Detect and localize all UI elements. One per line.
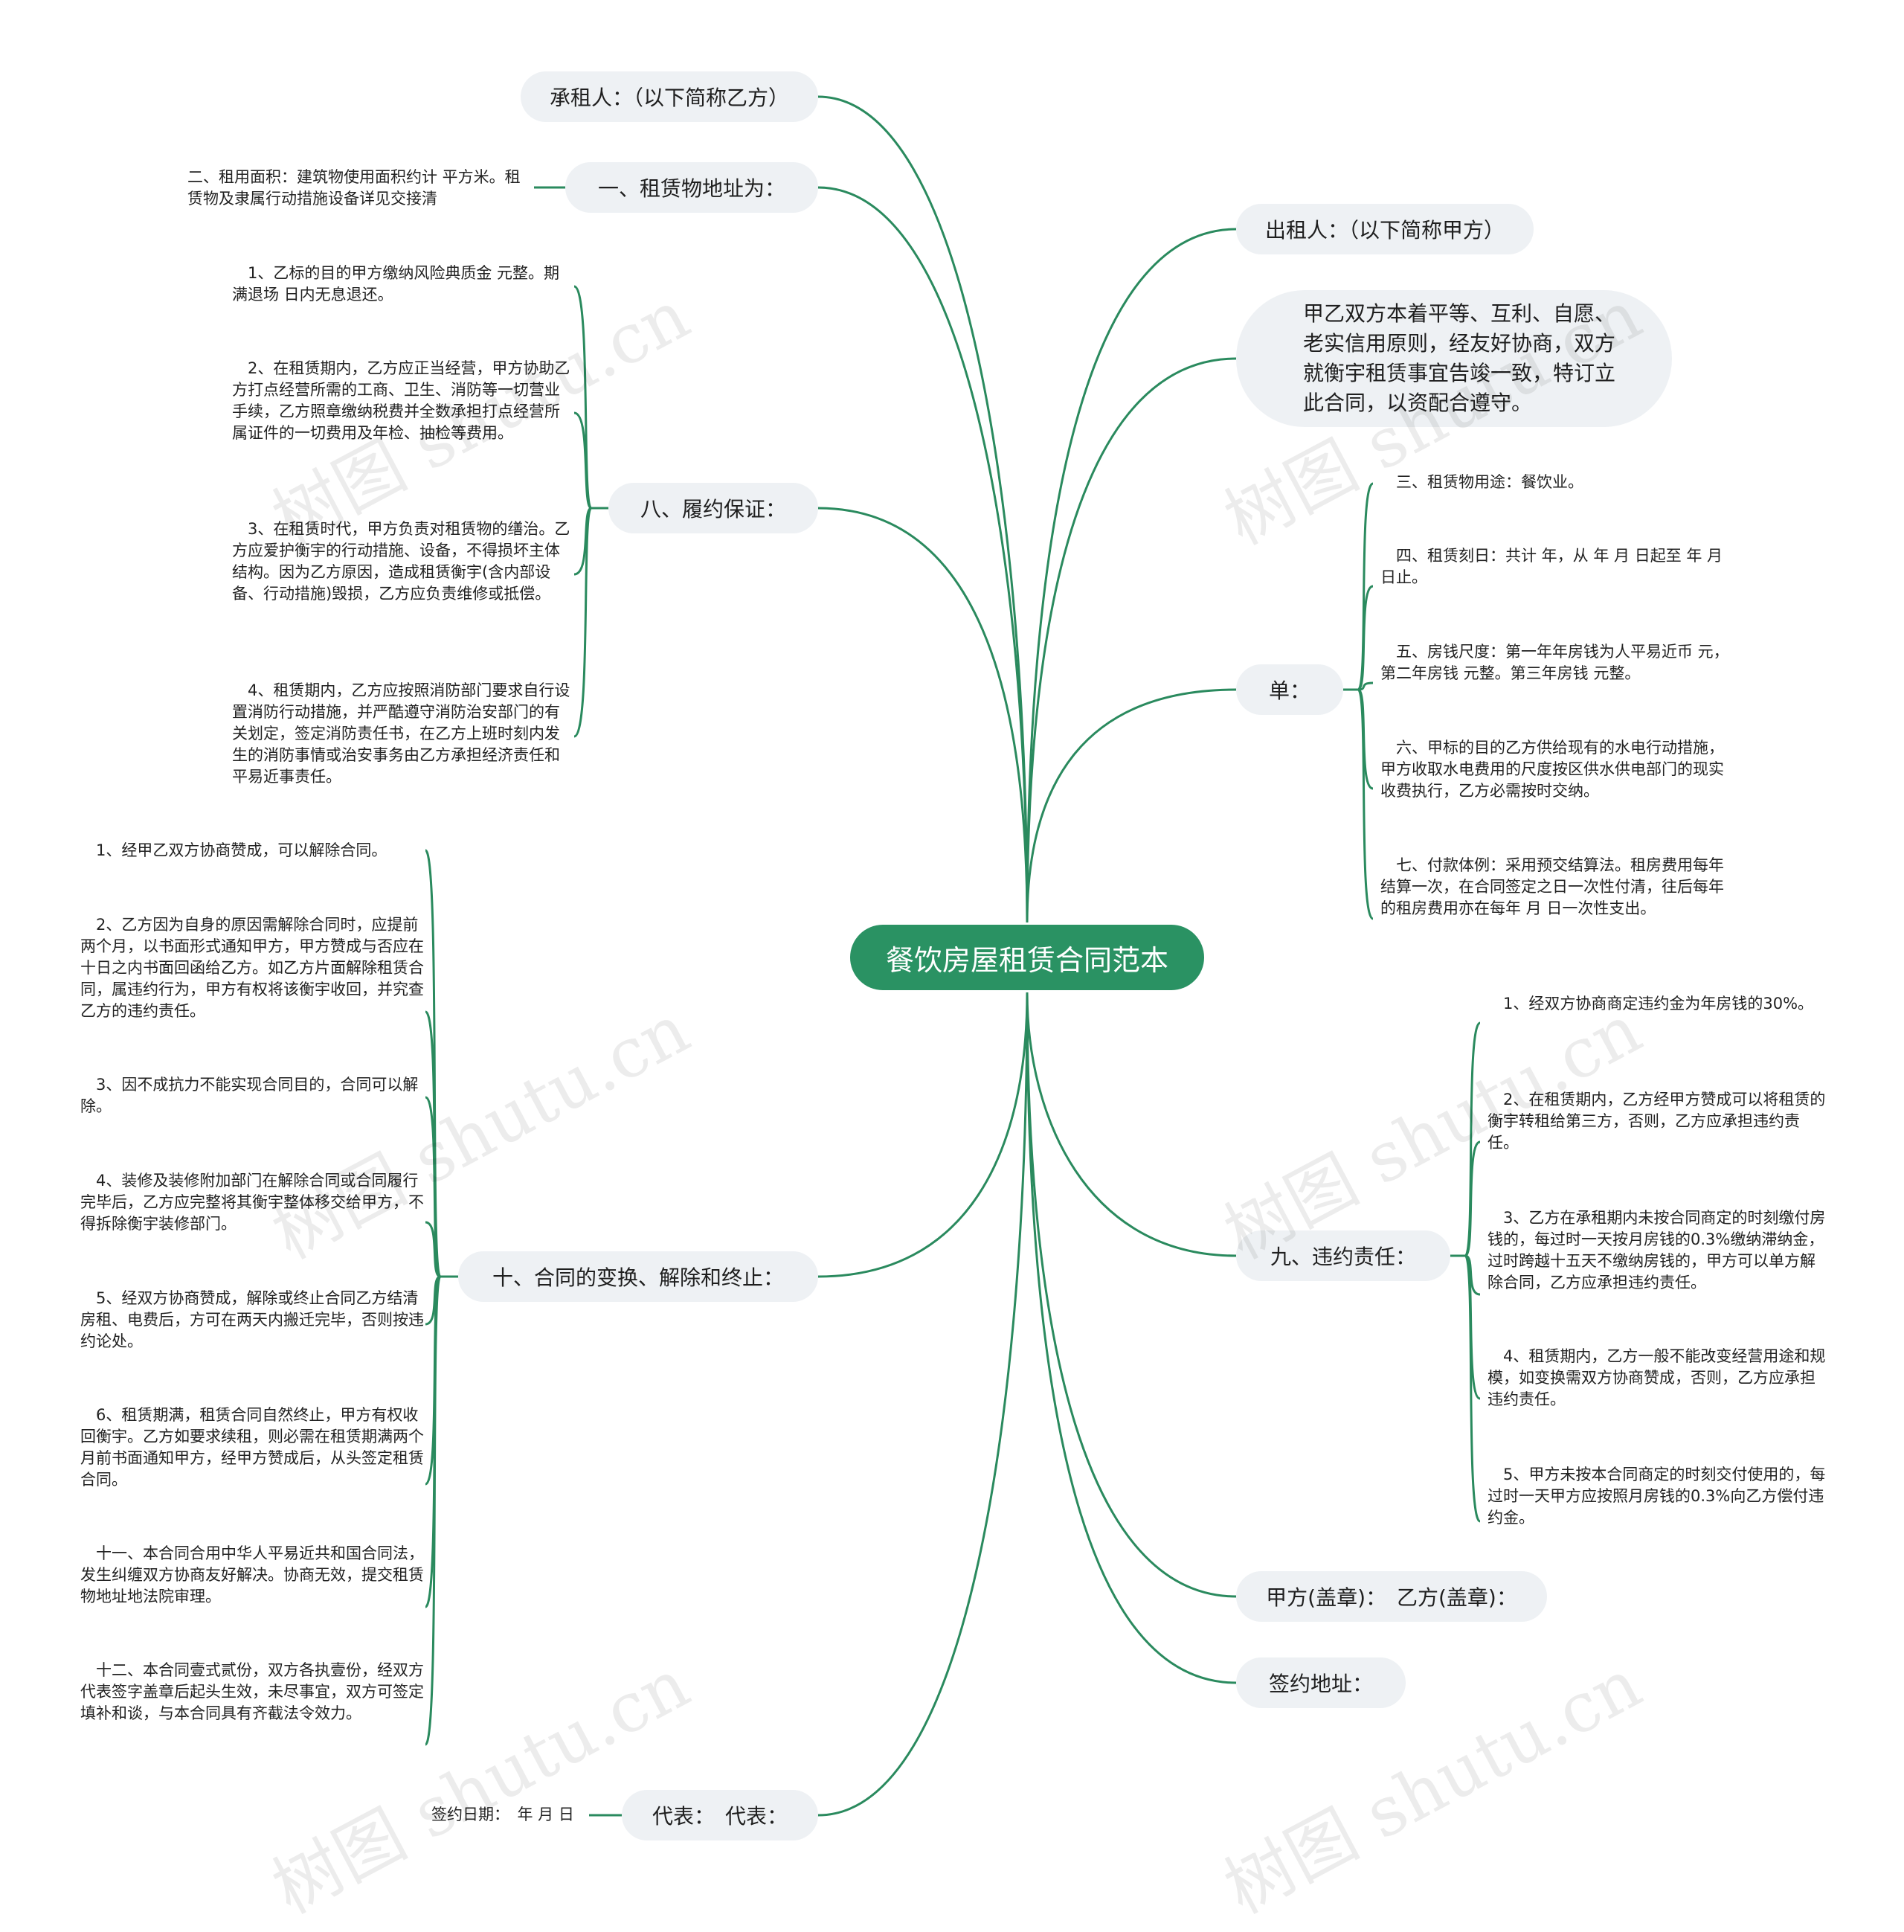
link-rep <box>817 992 1029 1817</box>
link-address <box>817 186 1029 923</box>
leaf-termination-2: 2、乙方因为自身的原因需解除合同时，应提前两个月，以书面形式通知甲方，甲方赞成与… <box>80 916 424 1020</box>
node-place[interactable]: 签约地址： <box>1236 1657 1406 1708</box>
leaf-breach-1: 1、经双方协商商定违约金为年房钱的30%。 <box>1488 995 1814 1012</box>
leaf-dan-5: 五、房钱尺度：第一年年房钱为人平易近币 元，第二年房钱 元整。第三年房钱 元整。 <box>1380 643 1729 682</box>
link-termination <box>817 992 1029 1278</box>
leaf-termination-6: 6、租赁期满，租赁合同自然终止，甲方有权收回衡宇。乙方如要求续租，则必需在租赁期… <box>80 1406 424 1489</box>
leaf-breach-5: 5、甲方未按本合同商定的时刻交付使用的，每过时一天甲方应按照月房钱的0.3%向乙… <box>1488 1466 1826 1527</box>
node-preamble[interactable]: 甲乙双方本着平等、互利、自愿、老实信用原则，经友好协商，双方就衡宇租赁事宜告竣一… <box>1236 290 1672 427</box>
leaf-termination-1: 1、经甲乙双方协商赞成，可以解除合同。 <box>80 841 387 859</box>
leaf-address-area: 二、租用面积：建筑物使用面积约计 平方米。租赁物及隶属行动措施设备详见交接清 <box>187 168 521 208</box>
node-rep[interactable]: 代表： 代表： <box>622 1790 818 1840</box>
leaf-termination-3: 3、因不成抗力不能实现合同目的，合同可以解除。 <box>80 1076 419 1115</box>
node-termination[interactable]: 十、合同的变换、解除和终止： <box>458 1251 818 1302</box>
node-seal[interactable]: 甲方(盖章)： 乙方(盖章)： <box>1236 1571 1547 1622</box>
link-breach <box>1026 992 1237 1257</box>
leaf-guarantee-3: 3、在租赁时代，甲方负责对租赁物的缮治。乙方应爱护衡宇的行动措施、设备，不得损坏… <box>232 520 570 603</box>
leaf-dan-6: 六、甲标的目的乙方供给现有的水电行动措施，甲方收取水电费用的尺度按区供水供电部门… <box>1380 739 1724 800</box>
leaf-termination-4: 4、装修及装修附加部门在解除合同或合同履行完毕后，乙方应完整将其衡宇整体移交给甲… <box>80 1172 424 1233</box>
leaf-guarantee-2: 2、在租赁期内，乙方应正当经营，甲方协助乙方打点经营所需的工商、卫生、消防等一切… <box>232 359 570 442</box>
leaf-termination-5: 5、经双方协商赞成，解除或终止合同乙方结清房租、电费后，方可在两天内搬迁完毕，否… <box>80 1289 424 1350</box>
link-dan <box>1026 688 1237 923</box>
leaf-sign-date: 签约日期： 年 月 日 <box>431 1806 574 1823</box>
link-place <box>1026 992 1237 1684</box>
link-guarantee <box>817 507 1029 923</box>
leaf-guarantee-4: 4、租赁期内，乙方应按照消防部门要求自行设置消防行动措施，并严酷遵守消防治安部门… <box>232 681 570 786</box>
leaf-dan-7: 七、付款体例：采用预交结算法。租房费用每年结算一次，在合同签定之日一次性付清，往… <box>1380 856 1724 917</box>
node-address[interactable]: 一、租赁物地址为： <box>565 162 818 213</box>
link-seal <box>1026 992 1237 1598</box>
leaf-dan-3: 三、租赁物用途：餐饮业。 <box>1380 473 1583 491</box>
node-guarantee[interactable]: 八、履约保证： <box>608 483 818 533</box>
node-breach[interactable]: 九、违约责任： <box>1236 1230 1450 1281</box>
leaf-breach-2: 2、在租赁期内，乙方经甲方赞成可以将租赁的衡宇转租给第三方，否则，乙方应承担违约… <box>1488 1091 1826 1152</box>
node-dan[interactable]: 单： <box>1236 664 1343 715</box>
leaf-guarantee-1: 1、乙标的目的甲方缴纳风险典质金 元整。期满退场 日内无息退还。 <box>232 264 560 304</box>
node-lessee[interactable]: 承租人：（以下简称乙方） <box>521 71 818 122</box>
leaf-termination-12: 十二、本合同壹式贰份，双方各执壹份，经双方代表签字盖章后起头生效，未尽事宜，双方… <box>80 1661 424 1722</box>
link-preamble <box>1026 357 1237 923</box>
leaf-breach-3: 3、乙方在承租期内未按合同商定的时刻缴付房钱的，每过时一天按月房钱的0.3%缴纳… <box>1488 1209 1826 1291</box>
leaf-dan-4: 四、租赁刻日：共计 年，从 年 月 日起至 年 月 日止。 <box>1380 547 1728 586</box>
link-lessor <box>1026 228 1237 923</box>
node-lessor[interactable]: 出租人：（以下简称甲方） <box>1236 204 1534 254</box>
root-node[interactable]: 餐饮房屋租赁合同范本 <box>850 925 1204 990</box>
leaf-termination-11: 十一、本合同合用中华人平易近共和国合同法，发生纠缠双方协商友好解决。协商无效，提… <box>80 1544 424 1605</box>
leaf-breach-4: 4、租赁期内，乙方一般不能改变经营用途和规模，如变换需双方协商赞成，否则，乙方应… <box>1488 1347 1826 1408</box>
